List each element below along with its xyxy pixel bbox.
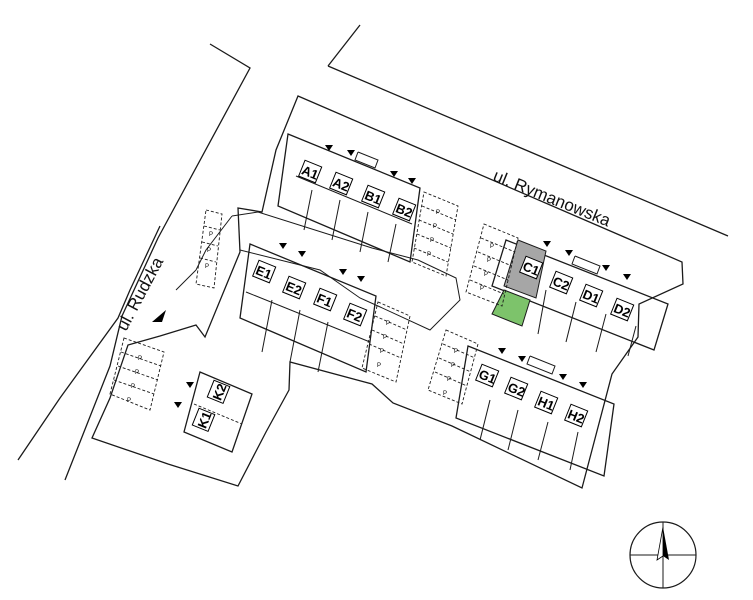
- svg-text:P: P: [436, 210, 440, 216]
- entrance-markers: [174, 145, 631, 408]
- unit-g1: G1: [477, 367, 499, 387]
- svg-text:P: P: [480, 286, 484, 292]
- parking-strip-entrance: [195, 209, 223, 289]
- parking-strip-f: [361, 301, 411, 383]
- svg-text:P: P: [207, 248, 211, 254]
- svg-text:P: P: [380, 349, 384, 355]
- unit-g2: G2: [506, 380, 528, 400]
- unit-d1: D1: [581, 287, 602, 307]
- street-rymanowska: [327, 24, 729, 237]
- garden-c1[interactable]: [491, 289, 531, 327]
- svg-text:P: P: [484, 272, 488, 278]
- svg-text:P: P: [209, 232, 213, 238]
- svg-text:P: P: [127, 398, 131, 404]
- unit-c1: C1: [521, 259, 542, 279]
- svg-text:P: P: [487, 258, 491, 264]
- unit-k2: K2: [210, 381, 230, 402]
- unit-f1: F1: [315, 291, 335, 311]
- unit-c2: C2: [551, 274, 572, 294]
- svg-text:P: P: [454, 349, 458, 355]
- building-cd: [491, 239, 669, 357]
- access-road: [231, 211, 461, 331]
- parking-marks: P P P P P P P P P P P P P P P P P P P P …: [127, 210, 494, 404]
- svg-text:P: P: [427, 252, 431, 258]
- svg-text:P: P: [443, 391, 447, 397]
- parking-strip-ab: [411, 191, 459, 277]
- site-boundary: [91, 95, 684, 489]
- unit-b1: B1: [363, 188, 384, 208]
- unit-e2: E2: [284, 279, 304, 299]
- parking-strip-g: [427, 329, 479, 405]
- svg-text:P: P: [433, 224, 437, 230]
- building-ef: [239, 243, 377, 373]
- svg-text:P: P: [131, 384, 135, 390]
- svg-text:P: P: [138, 356, 142, 362]
- unit-d2: D2: [612, 301, 633, 321]
- parking-strip-c: [465, 223, 519, 307]
- compass-icon: [629, 521, 697, 589]
- svg-text:P: P: [135, 370, 139, 376]
- svg-text:P: P: [490, 244, 494, 250]
- svg-text:P: P: [205, 264, 209, 270]
- unit-e1: E1: [254, 263, 274, 283]
- site-entrance-arrow: [152, 310, 166, 322]
- unit-f2: F2: [345, 306, 365, 326]
- svg-text:P: P: [383, 335, 387, 341]
- unit-k1: K1: [195, 409, 215, 430]
- building-gh: [455, 345, 615, 477]
- svg-text:P: P: [377, 363, 381, 369]
- svg-text:P: P: [451, 363, 455, 369]
- unit-h1: H1: [536, 394, 557, 414]
- building-ab: [277, 133, 421, 263]
- unit-a2: A2: [331, 175, 352, 195]
- street-label-rymanowska: ul. Rymanowska: [491, 166, 614, 231]
- street-rudzka: [17, 43, 251, 481]
- svg-text:P: P: [430, 238, 434, 244]
- unit-h2: H2: [566, 407, 587, 427]
- unit-a1: A1: [300, 163, 321, 183]
- svg-text:P: P: [447, 377, 451, 383]
- unit-labels: A1 A2 B1 B2 C1 C2 D1 D2 E1 E2 F1 F2 G1 G…: [191, 159, 635, 432]
- building-k: [183, 371, 253, 453]
- unit-b2: B2: [394, 201, 415, 221]
- svg-text:P: P: [386, 321, 390, 327]
- parking-strip-k: [109, 337, 165, 411]
